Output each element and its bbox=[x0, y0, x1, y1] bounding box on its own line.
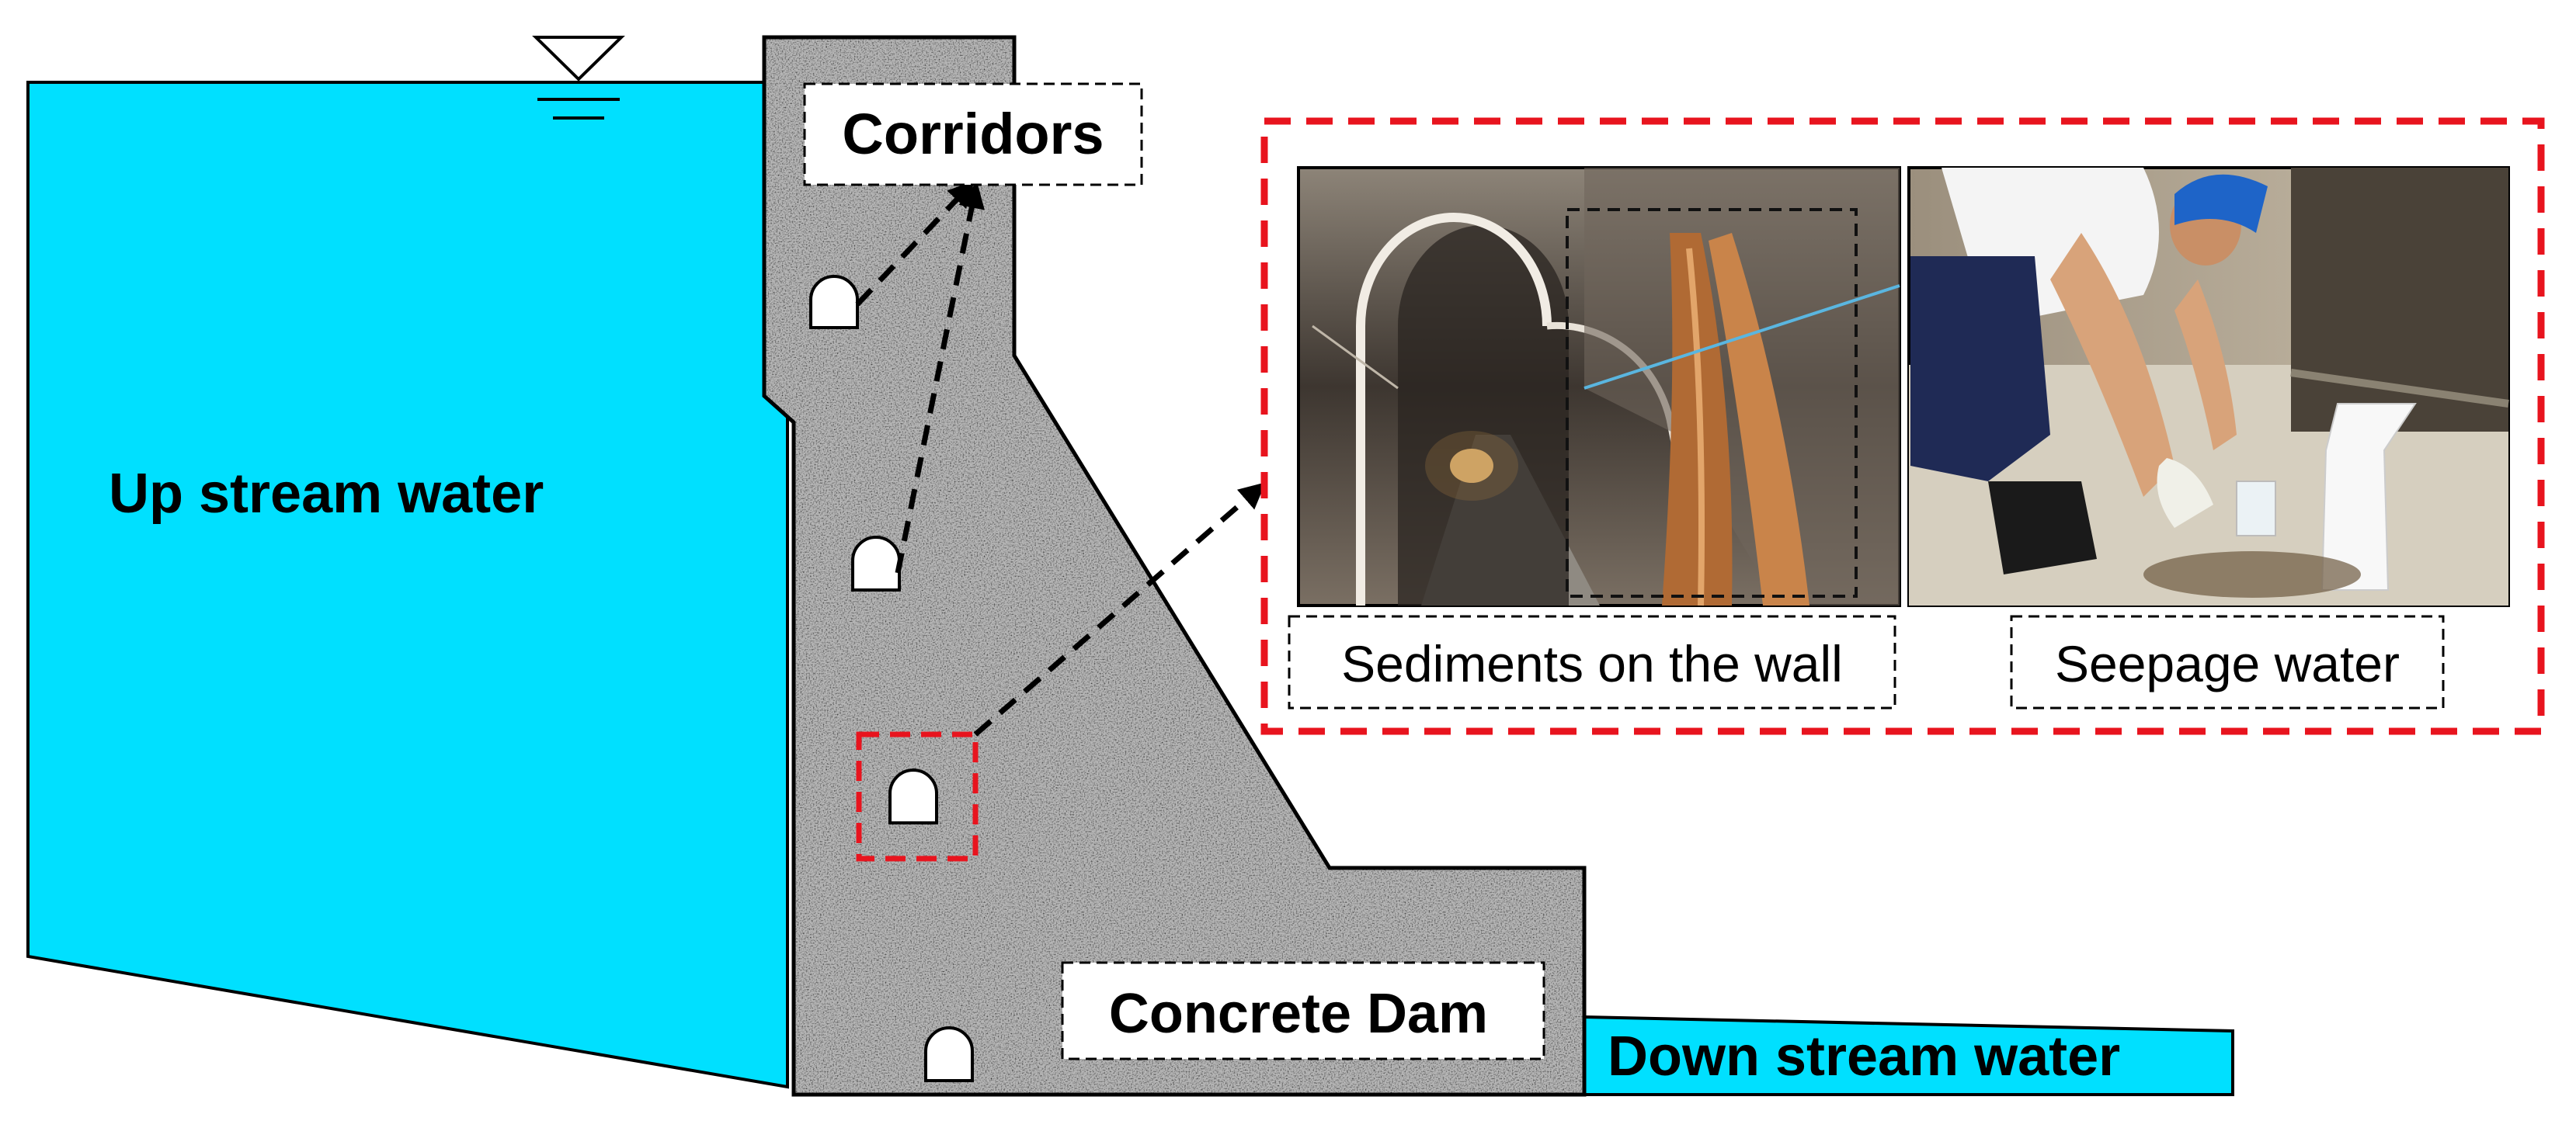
water-level-triangle-icon bbox=[532, 36, 625, 120]
downstream-water-label: Down stream water bbox=[1608, 1026, 2120, 1088]
arrow-corridor-1-to-label bbox=[855, 180, 975, 307]
photo-panel-frame bbox=[1260, 117, 2545, 735]
corridors-label: Corridors bbox=[803, 82, 1143, 186]
svg-text:Sediments on the wall: Sediments on the wall bbox=[1341, 635, 1843, 692]
arrow-corridor-2-to-label bbox=[895, 182, 985, 574]
svg-text:Concrete Dam: Concrete Dam bbox=[1109, 983, 1488, 1045]
corridor-arch-icon bbox=[888, 769, 938, 824]
svg-text:Corridors: Corridors bbox=[842, 102, 1104, 166]
seepage-caption: Seepage water bbox=[2010, 615, 2445, 710]
corridor-sediment-photo bbox=[1297, 166, 1901, 607]
corridor-arch-icon bbox=[809, 275, 859, 329]
highlighted-corridor-box bbox=[856, 731, 979, 862]
upstream-water-label: Up stream water bbox=[109, 463, 544, 525]
concrete-dam-body bbox=[762, 35, 1587, 1097]
sediments-caption: Sediments on the wall bbox=[1288, 615, 1896, 710]
upstream-water bbox=[26, 81, 789, 1089]
svg-text:Seepage water: Seepage water bbox=[2055, 635, 2400, 692]
seepage-photo bbox=[1907, 166, 2510, 607]
corridor-arch-icon bbox=[924, 1026, 974, 1082]
concrete-dam-label: Concrete Dam bbox=[1061, 961, 1545, 1060]
corridor-arch-icon bbox=[851, 536, 901, 592]
